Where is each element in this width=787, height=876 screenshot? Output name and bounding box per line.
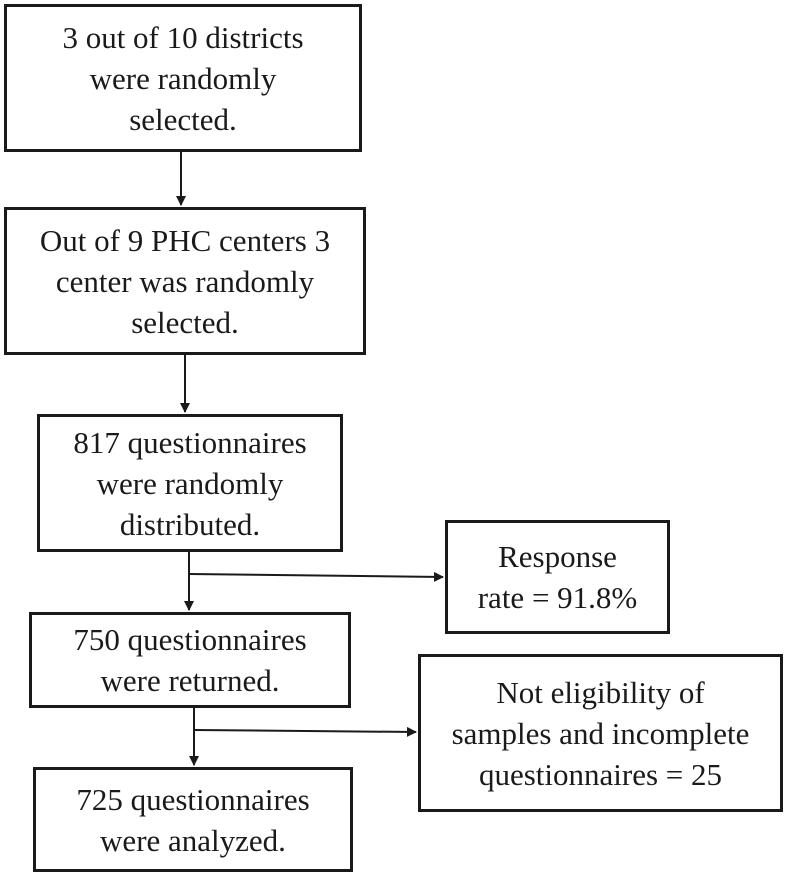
districts-node: 3 out of 10 districts were randomly sele… <box>4 4 362 152</box>
response-rate-node-text: Response rate = 91.8% <box>477 539 638 615</box>
distributed-node: 817 questionnaires were randomly distrib… <box>37 414 343 552</box>
distributed-node-text: 817 questionnaires were randomly distrib… <box>73 424 307 542</box>
returned-node-text: 750 questionnaires were returned. <box>73 622 307 698</box>
arrow-to-excluded <box>193 726 417 737</box>
response-rate-node: Response rate = 91.8% <box>445 520 670 634</box>
arrow-to-response-rate <box>188 571 444 582</box>
analyzed-node-text: 725 questionnaires were analyzed. <box>76 781 310 858</box>
analyzed-node: 725 questionnaires were analyzed. <box>33 767 353 872</box>
phc-centers-node: Out of 9 PHC centers 3 center was random… <box>4 207 366 355</box>
districts-node-text: 3 out of 10 districts were randomly sele… <box>62 19 304 137</box>
returned-node: 750 questionnaires were returned. <box>29 612 351 708</box>
excluded-node: Not eligibility of samples and incomplet… <box>418 654 783 812</box>
phc-centers-node-text: Out of 9 PHC centers 3 center was random… <box>39 222 331 340</box>
excluded-node-text: Not eligibility of samples and incomplet… <box>451 674 750 792</box>
